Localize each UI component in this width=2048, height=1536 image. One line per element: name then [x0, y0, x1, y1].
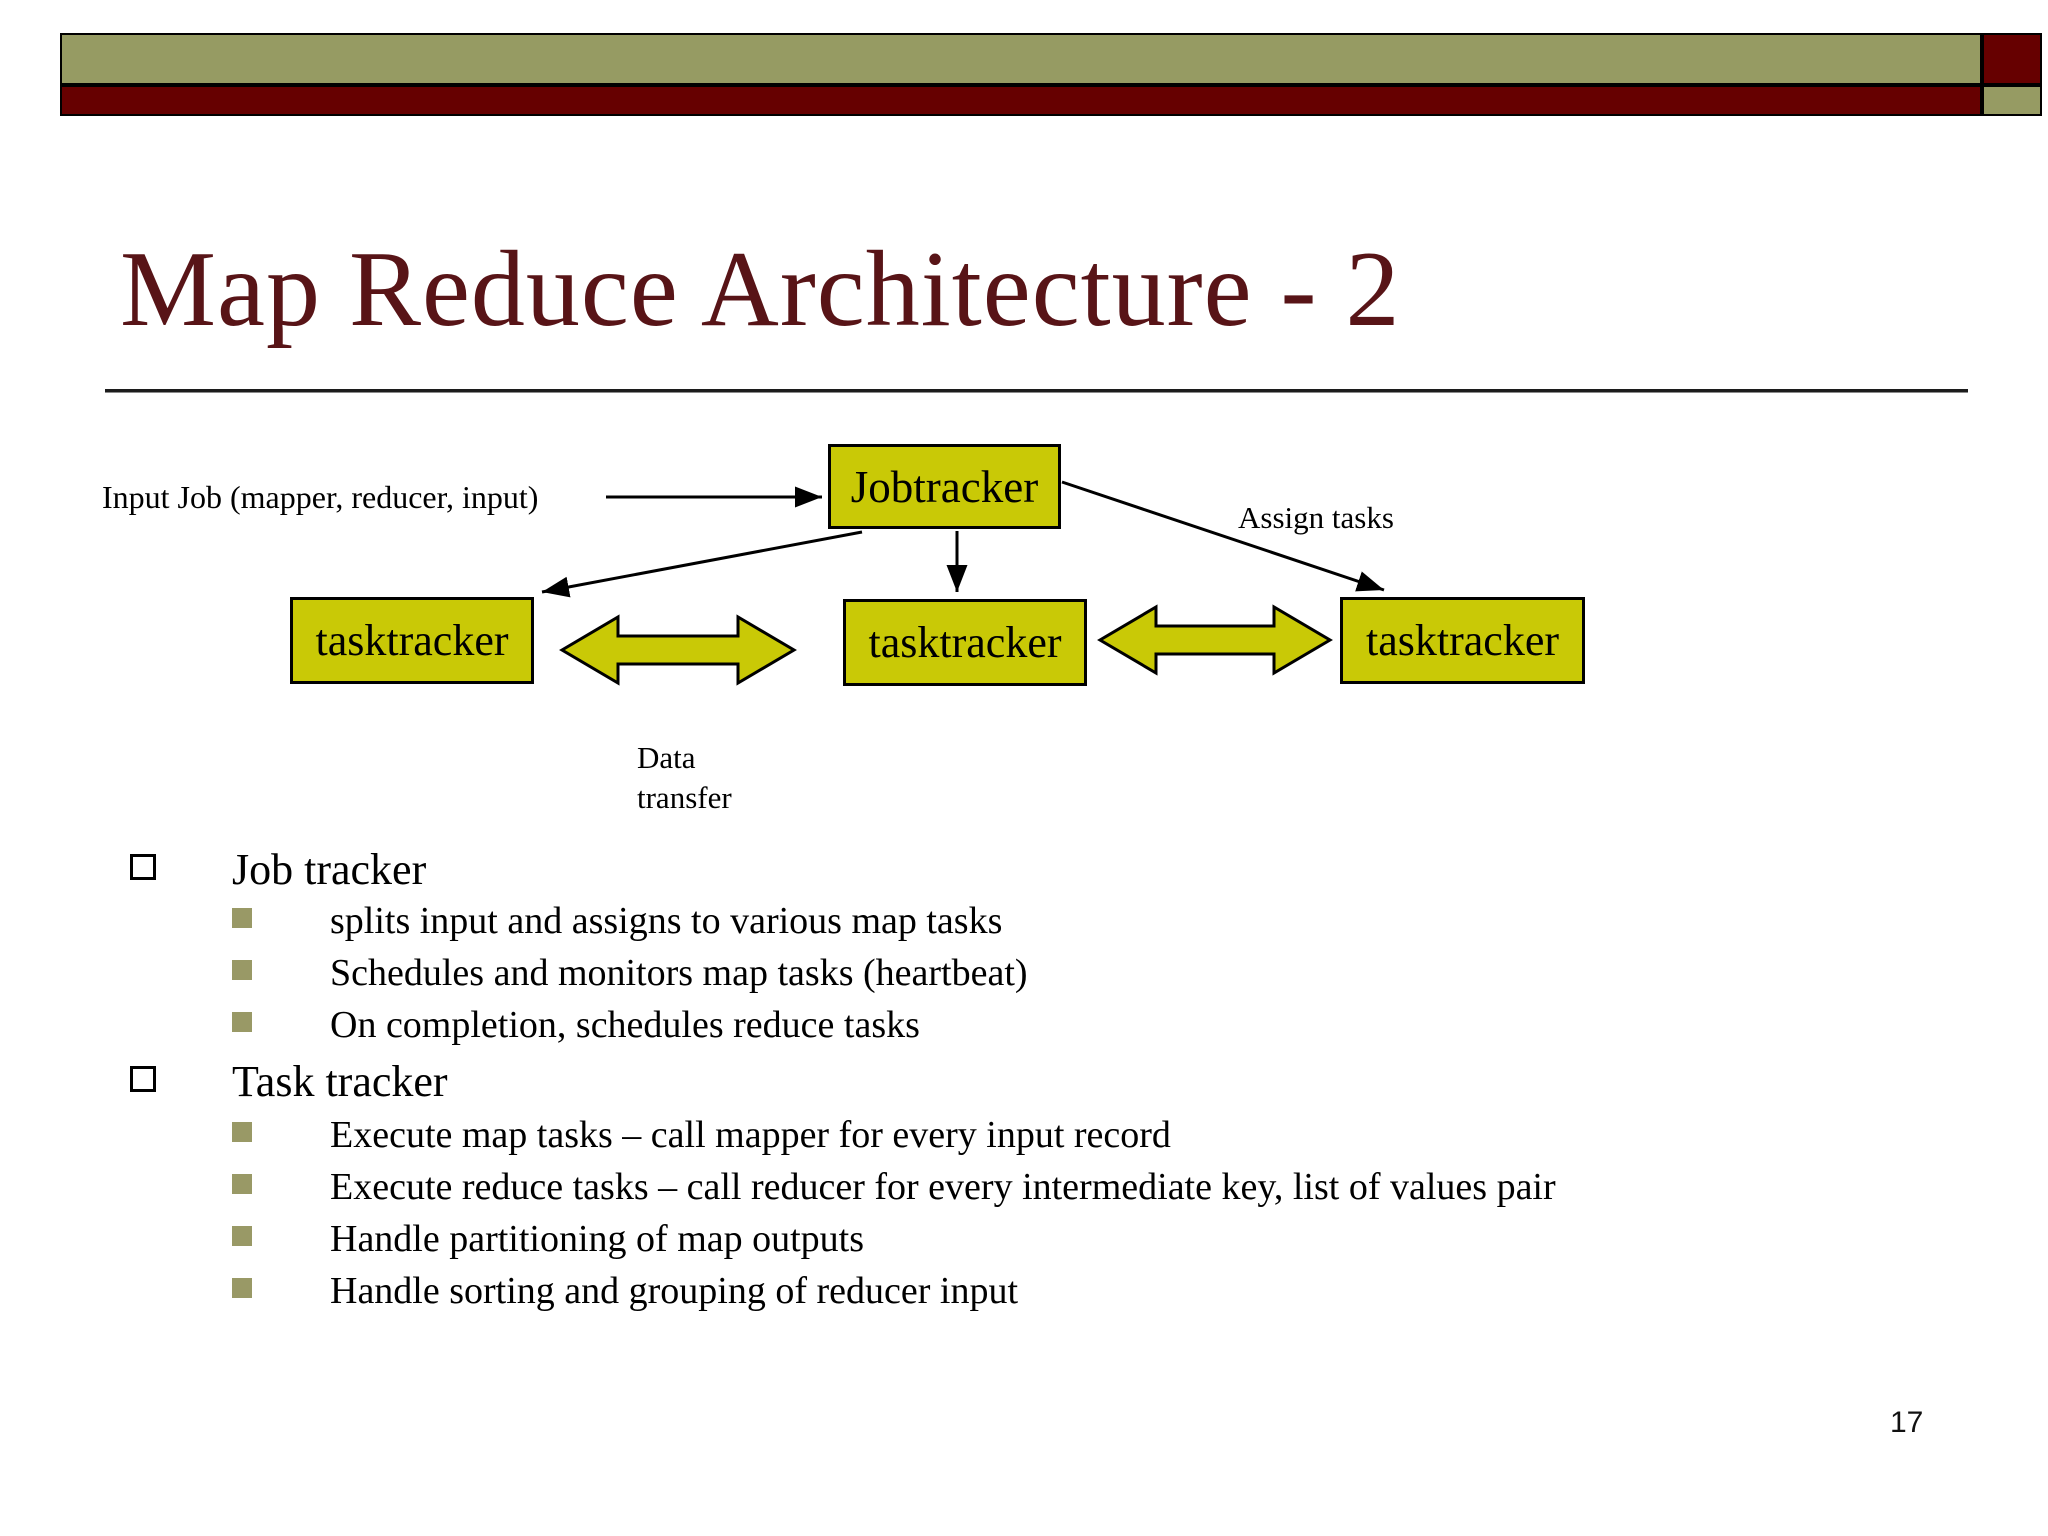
arrow-jobtracker-to-tasktracker1 [541, 530, 863, 598]
bullet-text: Execute map tasks – call mapper for ever… [330, 1114, 1171, 1156]
list-item: Execute map tasks – call mapper for ever… [0, 1110, 1940, 1162]
page-title: Map Reduce Architecture - 2 [120, 230, 1401, 349]
list-item: Task tracker [0, 1054, 1940, 1110]
bullet-text: On completion, schedules reduce tasks [330, 1004, 920, 1046]
assign-tasks-label: Assign tasks [1238, 500, 1394, 535]
filled-square-bullet-icon [232, 1122, 252, 1142]
header-bar-cap-khaki [1982, 85, 2042, 116]
tasktracker-label-1: tasktracker [315, 616, 509, 665]
data-transfer-line1: Data [637, 740, 696, 775]
filled-square-bullet-icon [232, 1226, 252, 1246]
header-bar-maroon [60, 85, 1982, 116]
bullet-text: Handle sorting and grouping of reducer i… [330, 1270, 1019, 1312]
bullet-text: splits input and assigns to various map … [330, 900, 1003, 942]
list-item: Job tracker [0, 842, 1940, 898]
tasktracker-node-1: tasktracker [290, 597, 534, 684]
header-bar-khaki [60, 33, 1982, 85]
bullet-text: Execute reduce tasks – call reducer for … [330, 1166, 1556, 1208]
filled-square-bullet-icon [232, 908, 252, 928]
title-divider [105, 389, 1968, 393]
bullet-label: Job tracker [232, 845, 427, 894]
filled-square-bullet-icon [232, 1174, 252, 1194]
input-job-label: Input Job (mapper, reducer, input) [102, 479, 539, 515]
bullet-text: Schedules and monitors map tasks (heartb… [330, 952, 1028, 994]
page-number: 17 [1890, 1406, 1924, 1439]
list-item: Handle partitioning of map outputs [0, 1214, 1940, 1266]
jobtracker-label: Jobtracker [850, 461, 1039, 512]
filled-square-bullet-icon [232, 1012, 252, 1032]
bullet-label: Task tracker [232, 1057, 448, 1106]
data-transfer-line2: transfer [637, 780, 732, 815]
block-arrow-data-transfer-right [1097, 604, 1333, 676]
filled-square-bullet-icon [232, 960, 252, 980]
header-bar-cap-maroon [1982, 33, 2042, 85]
data-transfer-label: Data transfer [637, 738, 732, 818]
filled-square-bullet-icon [232, 1278, 252, 1298]
jobtracker-node: Jobtracker [828, 444, 1061, 529]
list-item: splits input and assigns to various map … [0, 896, 1940, 948]
tasktracker-label-3: tasktracker [1366, 616, 1559, 665]
list-item: On completion, schedules reduce tasks [0, 1000, 1940, 1052]
list-item: Execute reduce tasks – call reducer for … [0, 1162, 1940, 1214]
tasktracker-node-2: tasktracker [843, 599, 1087, 686]
hollow-square-bullet-icon [130, 854, 156, 880]
tasktracker-node-3: tasktracker [1340, 597, 1585, 684]
tasktracker-label-2: tasktracker [868, 618, 1062, 667]
hollow-square-bullet-icon [130, 1066, 156, 1092]
block-arrow-data-transfer-left [559, 614, 797, 686]
list-item: Handle sorting and grouping of reducer i… [0, 1266, 1940, 1318]
list-item: Schedules and monitors map tasks (heartb… [0, 948, 1940, 1000]
bullet-text: Handle partitioning of map outputs [330, 1218, 865, 1260]
